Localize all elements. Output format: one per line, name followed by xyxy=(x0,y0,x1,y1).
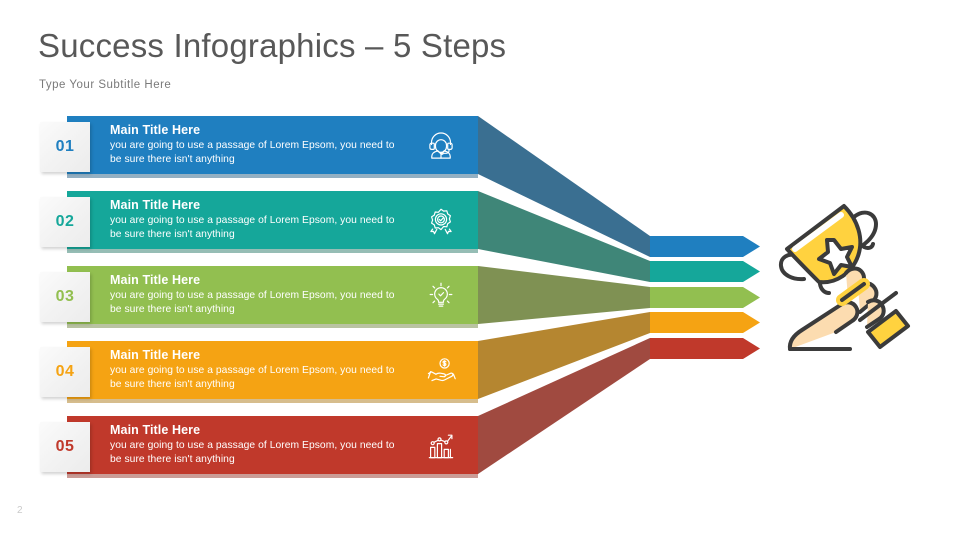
step-description: you are going to use a passage of Lorem … xyxy=(110,290,395,315)
lightbulb-check-icon xyxy=(424,279,458,313)
step-text-block: Main Title Here you are going to use a p… xyxy=(110,122,405,166)
step-row[interactable]: 04 Main Title Here you are going to use … xyxy=(0,341,520,403)
step-number: 05 xyxy=(55,438,75,455)
step-number: 03 xyxy=(55,288,75,305)
step-text-block: Main Title Here you are going to use a p… xyxy=(110,272,405,316)
handshake-money-icon xyxy=(424,354,458,388)
step-title: Main Title Here xyxy=(110,198,201,212)
step-bar-shadow xyxy=(67,249,478,253)
result-arrow-1 xyxy=(650,236,760,257)
step-title: Main Title Here xyxy=(110,123,201,137)
step-row[interactable]: 03 Main Title Here you are going to use … xyxy=(0,266,520,328)
step-text-block: Main Title Here you are going to use a p… xyxy=(110,197,405,241)
trophy-in-hand-icon xyxy=(768,192,928,367)
step-number-box: 01 xyxy=(40,122,90,172)
step-description: you are going to use a passage of Lorem … xyxy=(110,365,395,390)
step-text-block: Main Title Here you are going to use a p… xyxy=(110,347,405,391)
step-row[interactable]: 05 Main Title Here you are going to use … xyxy=(0,416,520,478)
step-title: Main Title Here xyxy=(110,273,201,287)
step-bar-shadow xyxy=(67,399,478,403)
step-bar-shadow xyxy=(67,324,478,328)
step-description: you are going to use a passage of Lorem … xyxy=(110,140,395,165)
step-number-box: 03 xyxy=(40,272,90,322)
step-description: you are going to use a passage of Lorem … xyxy=(110,440,395,465)
step-bar[interactable] xyxy=(67,416,478,474)
step-row[interactable]: 01 Main Title Here you are going to use … xyxy=(0,116,520,178)
step-bar[interactable] xyxy=(67,116,478,174)
page-subtitle: Type Your Subtitle Here xyxy=(39,79,172,91)
step-bar-shadow xyxy=(67,474,478,478)
step-number: 02 xyxy=(55,213,75,230)
step-description: you are going to use a passage of Lorem … xyxy=(110,215,395,240)
page-number: 2 xyxy=(17,505,23,516)
step-bar[interactable] xyxy=(67,266,478,324)
step-text-block: Main Title Here you are going to use a p… xyxy=(110,422,405,466)
step-bar[interactable] xyxy=(67,191,478,249)
step-number-box: 05 xyxy=(40,422,90,472)
result-arrow-4 xyxy=(650,312,760,333)
headset-support-icon xyxy=(424,129,458,163)
step-number-box: 02 xyxy=(40,197,90,247)
step-number: 04 xyxy=(55,363,75,380)
page-title: Success Infographics – 5 Steps xyxy=(38,27,507,64)
gear-check-icon xyxy=(424,204,458,238)
step-number-box: 04 xyxy=(40,347,90,397)
step-bar-shadow xyxy=(67,174,478,178)
growth-chart-icon xyxy=(424,429,458,463)
step-row[interactable]: 02 Main Title Here you are going to use … xyxy=(0,191,520,253)
step-bar[interactable] xyxy=(67,341,478,399)
result-arrow-5 xyxy=(650,338,760,359)
result-arrow-3 xyxy=(650,287,760,308)
step-number: 01 xyxy=(55,138,75,155)
result-arrow-2 xyxy=(650,261,760,282)
step-title: Main Title Here xyxy=(110,348,201,362)
step-title: Main Title Here xyxy=(110,423,201,437)
